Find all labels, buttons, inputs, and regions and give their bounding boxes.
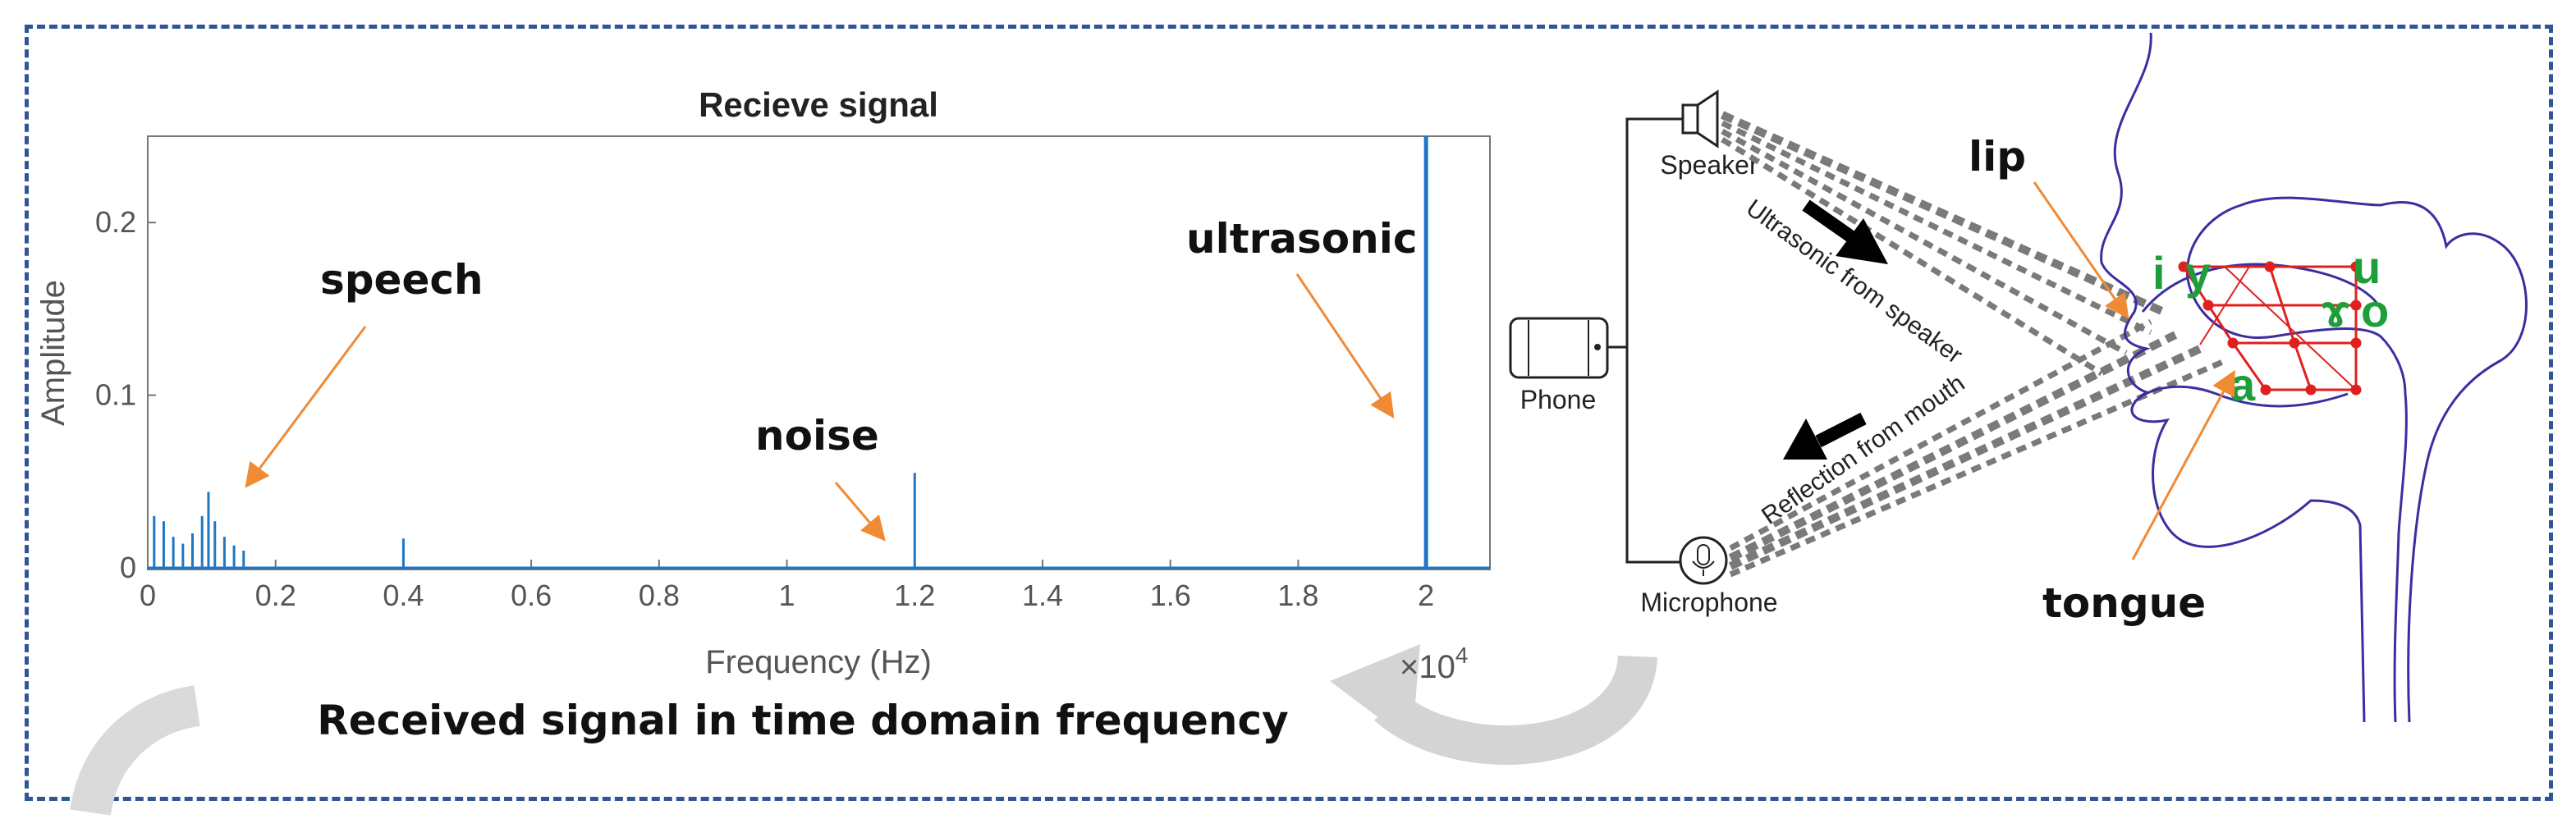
decorative-arc-left [70,685,201,816]
noise-arrow [834,482,886,542]
y-tick-label: 0 [120,551,136,584]
plot-area [147,135,1491,570]
phone-icon [1509,317,1609,379]
spectrum-chart: Recieve signal Frequency (Hz) Amplitude … [35,85,1491,685]
x-tick-label: 0.2 [255,579,296,612]
vowel-u: u [2353,241,2381,293]
vowel-o: o [2361,285,2389,336]
ultrasonic-path [1720,111,2170,318]
x-tick-label: 0 [140,579,156,612]
phone-mic-speaker-setup: Speaker Phone Microphone [1509,89,1778,617]
reflection-path [1728,345,2202,570]
microphone-icon [1679,536,1728,585]
y-tick-label: 0.1 [95,378,136,412]
y-ticks: 0 0.1 0.2 [95,205,156,584]
vowel-y: y [2185,247,2211,299]
x-ticks: 0 0.2 0.4 0.6 0.8 1 1.2 1.4 1.6 1.8 2 [140,560,1434,612]
y-axis-label: Amplitude [35,280,71,426]
head-outline [2100,32,2366,723]
chart-title: Recieve signal [699,85,938,124]
wire [1625,117,1687,564]
x-multiplier-base: ×10 [1400,649,1455,685]
microphone-label: Microphone [1640,588,1777,617]
ultrasonic-path [1721,137,2103,376]
x-tick-label: 1.8 [1277,579,1318,612]
ultrasonic-annotation: ultrasonic [1186,215,1418,263]
speech-arrow [245,326,367,488]
x-tick-label: 0.4 [383,579,424,612]
dashed-frame [25,25,2553,801]
ultrasonic-path [1721,120,2152,336]
tongue-arrow [2131,369,2235,560]
vowel-chart [2178,261,2362,396]
vowel-gamma: ɤ [2322,285,2349,336]
x-tick-label: 1 [779,579,795,612]
x-axis-label: Frequency (Hz) [705,644,932,680]
phone-label: Phone [1520,385,1597,414]
x-tick-label: 2 [1418,579,1434,612]
lip-arrow [2033,181,2129,319]
x-multiplier-exponent: 4 [1455,643,1469,668]
black-arrow-left [1783,412,1867,460]
x-tick-label: 0.6 [511,579,552,612]
decorative-curved-arrow [1374,654,1657,765]
chart-caption: Received signal in time domain frequency [317,697,1289,744]
x-tick-label: 1.6 [1150,579,1191,612]
x-tick-label: 1.4 [1022,579,1063,612]
x-tick-label: 1.2 [894,579,935,612]
lip-annotation: lip [1969,133,2026,181]
black-arrow-down [1802,199,1888,264]
spectrum-bars [153,136,1428,568]
y-tick-label: 0.2 [95,205,136,239]
reflection-path [1729,318,2152,551]
speaker-label: Speaker [1660,150,1758,180]
x-multiplier: ×104 [1400,643,1468,685]
speech-annotation: speech [320,256,484,304]
decorative-curved-arrow-head [1330,644,1420,743]
tongue-annotation: tongue [2042,579,2206,627]
throat-outline [2185,196,2528,723]
vowel-a: a [2230,359,2256,410]
signal-paths [1720,111,2226,578]
speaker-icon [1681,89,1719,149]
vowel-i: i [2152,247,2166,299]
ultrasonic-path [1721,128,2128,356]
noise-annotation: noise [755,412,879,460]
x-tick-label: 0.8 [639,579,680,612]
reflection-path [1728,331,2178,562]
reflection-path [1729,358,2226,578]
ultrasonic-arrow [1295,273,1395,418]
